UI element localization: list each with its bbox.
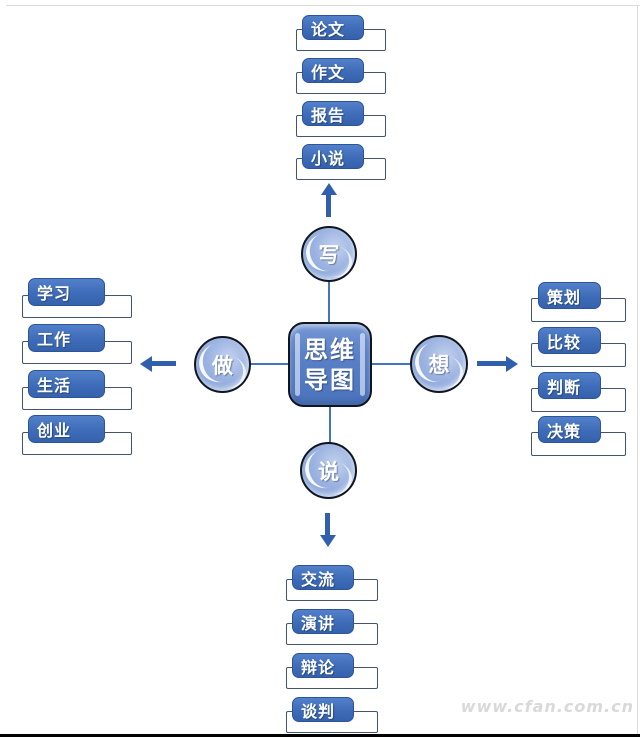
connector-right (371, 363, 412, 365)
page-bottom-border (0, 734, 640, 737)
arrow-shaft (477, 361, 506, 366)
arrow-head (320, 535, 336, 547)
connector-left (249, 363, 290, 365)
leaf-label: 谈判 (292, 697, 354, 722)
center-label-line2: 导图 (304, 365, 356, 394)
leaf-label: 判断 (538, 372, 601, 399)
hub-write: 写 (301, 226, 357, 282)
leaf-label: 策划 (538, 282, 601, 309)
leaf-label: 小说 (302, 144, 364, 169)
leaf-label: 交流 (292, 565, 354, 590)
arrow-up-icon (321, 183, 337, 217)
leaf-label: 辩论 (292, 653, 354, 678)
hub-speak: 说 (300, 442, 357, 499)
hub-do-label: 做 (212, 353, 233, 378)
hub-do: 做 (194, 336, 251, 393)
leaf-label: 作文 (302, 58, 364, 83)
center-node-mind-map: 思维 导图 (288, 322, 372, 407)
hub-think: 想 (410, 335, 468, 393)
arrow-head (321, 183, 337, 195)
arrow-head (506, 356, 518, 372)
arrow-down-icon (320, 513, 336, 547)
leaf-label: 生活 (28, 370, 105, 398)
arrow-right-icon (477, 356, 518, 372)
hub-write-label: 写 (318, 243, 340, 267)
leaf-label: 学习 (28, 278, 105, 306)
arrow-left-icon (140, 356, 176, 372)
arrow-shaft (326, 194, 331, 217)
leaf-label: 演讲 (292, 609, 354, 634)
arrow-head (140, 356, 152, 372)
page-top-divider (6, 5, 640, 6)
leaf-label: 论文 (302, 15, 364, 40)
leaf-label: 创业 (28, 415, 105, 443)
leaf-label: 比较 (538, 327, 601, 354)
leaf-label: 报告 (302, 101, 364, 126)
leaf-label: 工作 (28, 324, 105, 352)
arrow-shaft (325, 513, 330, 536)
leaf-label: 决策 (538, 416, 601, 443)
connector-bottom (329, 405, 331, 444)
watermark-text: www.cfan.com.cn (460, 697, 634, 716)
page-right-divider (637, 5, 638, 735)
hub-speak-label: 说 (318, 459, 339, 484)
connector-top (328, 280, 330, 324)
hub-think-label: 想 (428, 353, 450, 377)
arrow-shaft (151, 361, 176, 366)
center-label-line1: 思维 (304, 335, 356, 364)
